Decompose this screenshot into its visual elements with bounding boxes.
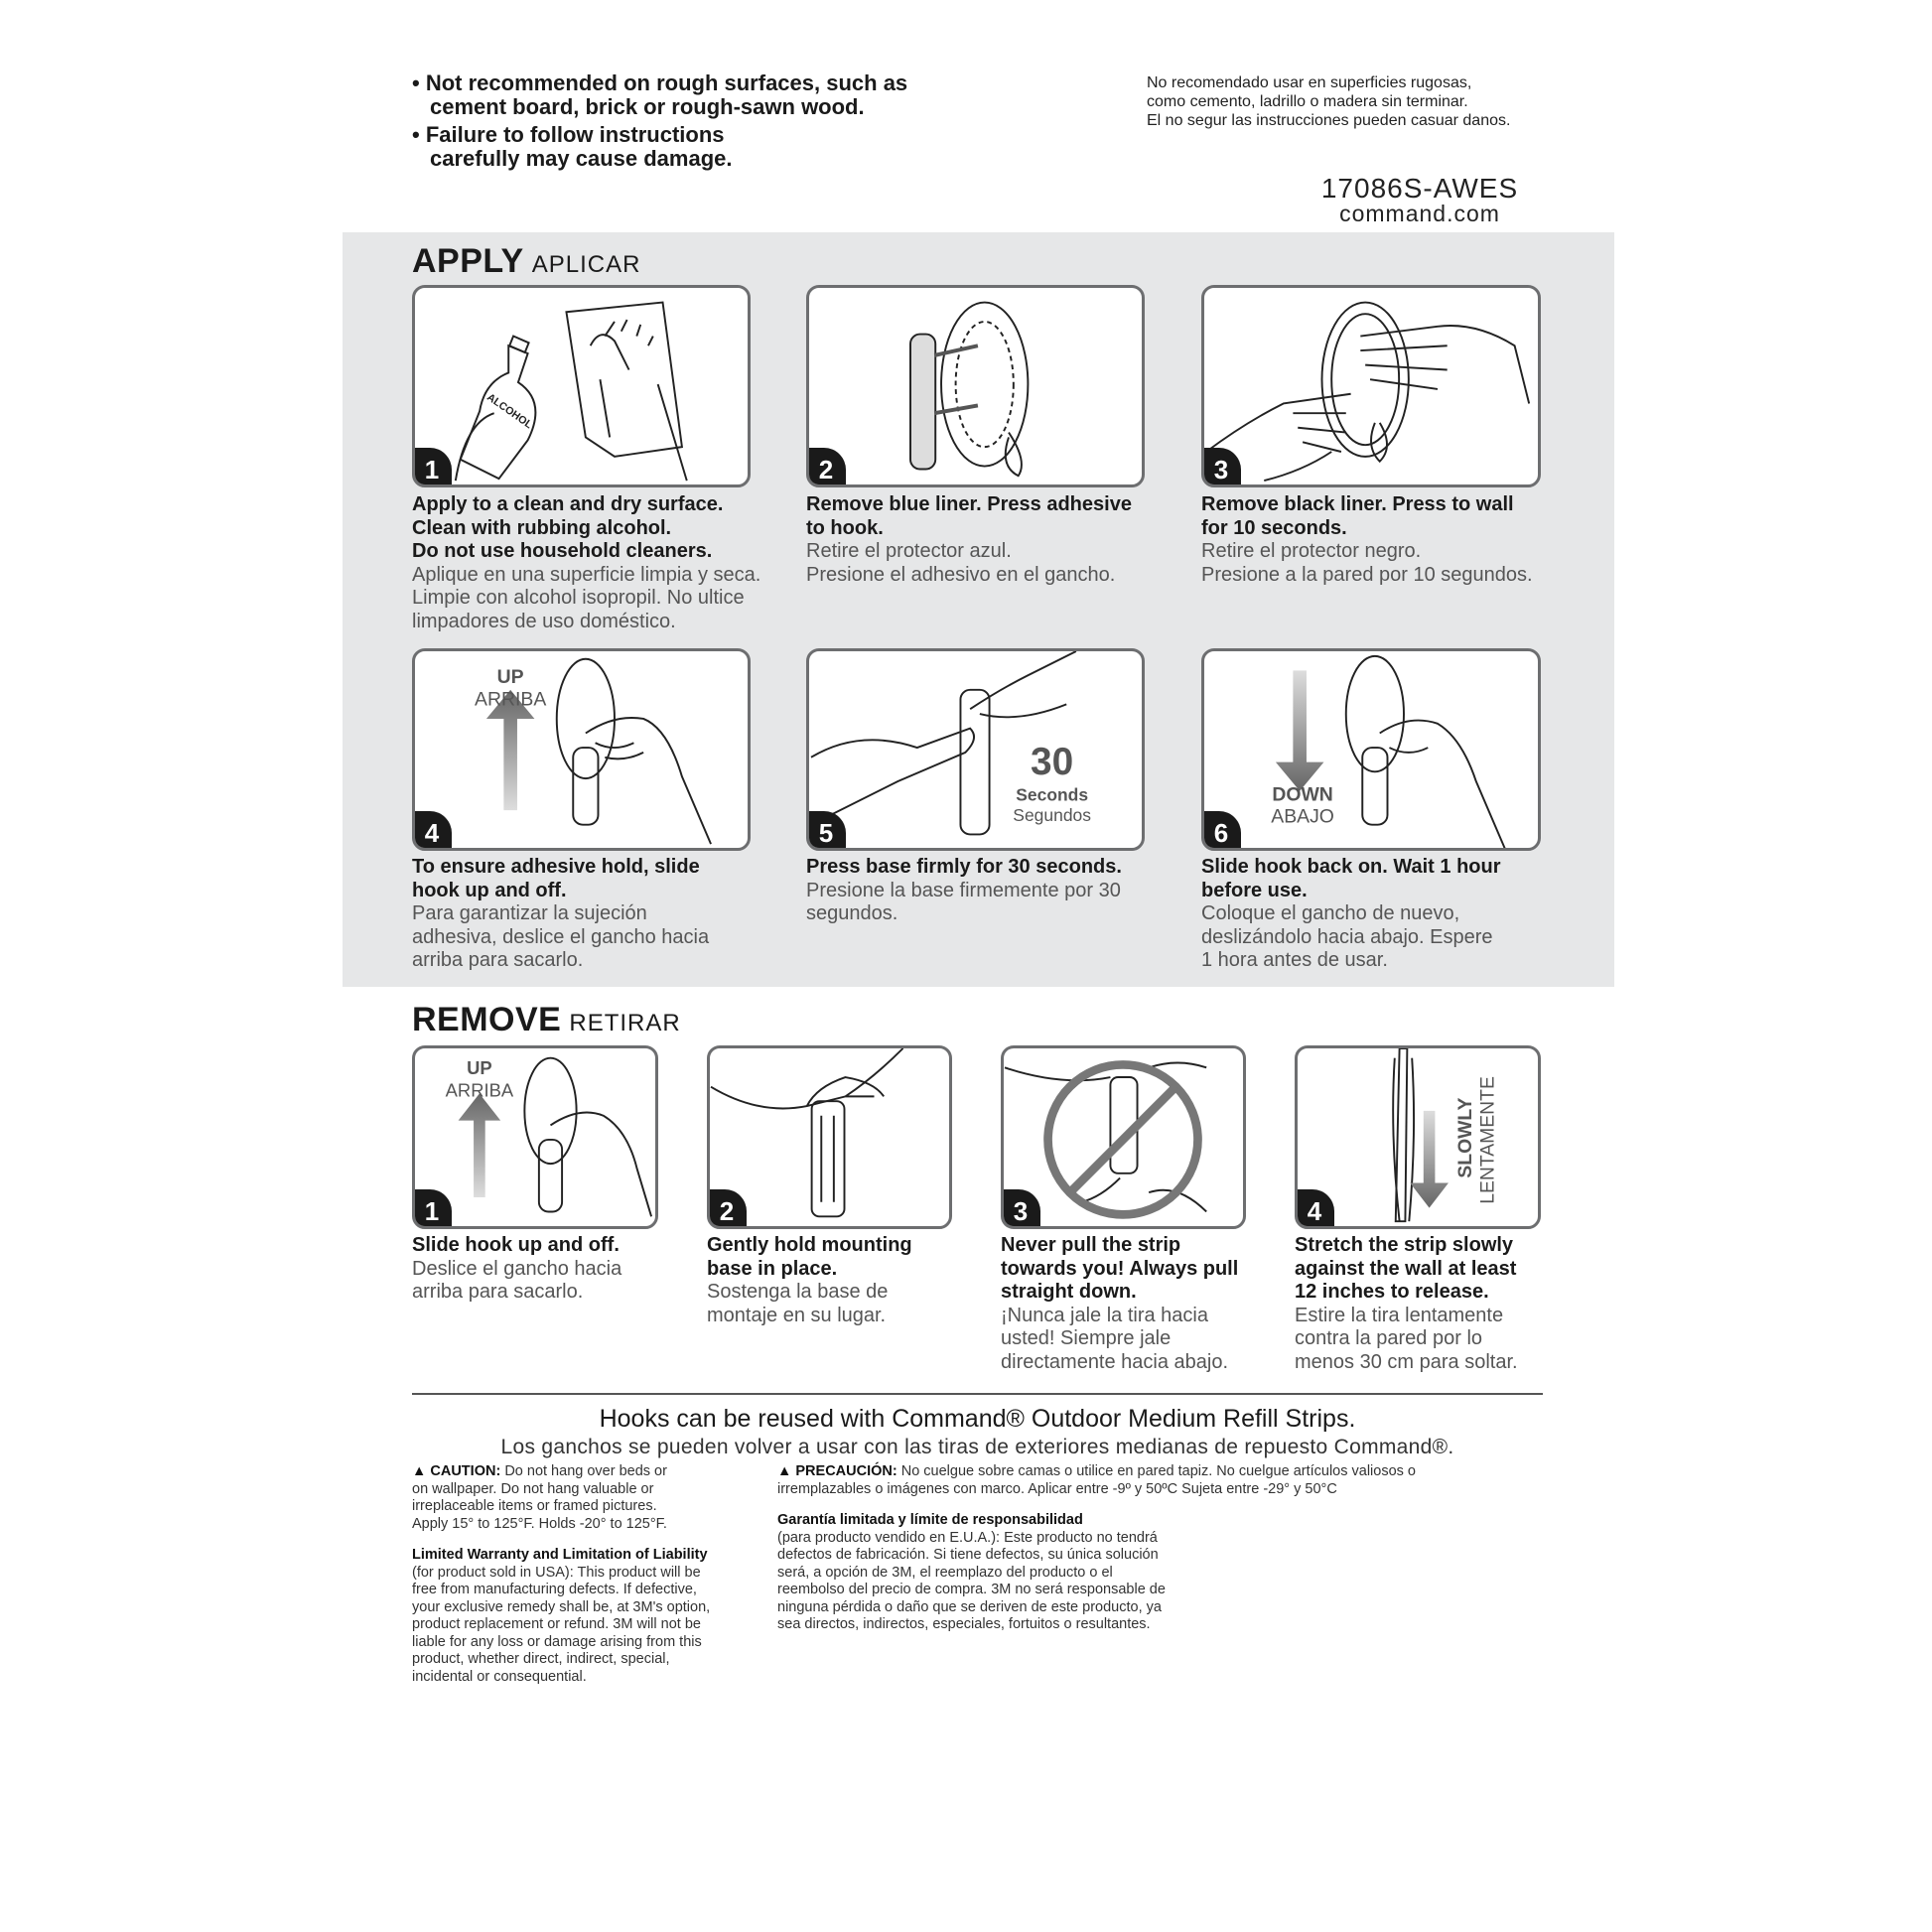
svg-text:ALCOHOL: ALCOHOL	[484, 391, 534, 431]
remove-step-1-caption: Slide hook up and off.Deslice el gancho …	[412, 1234, 622, 1303]
apply-step-5-caption: Press base firmly for 30 seconds.Presion…	[806, 856, 1122, 924]
caution-block: ▲ CAUTION: Do not hang over beds or on w…	[412, 1463, 667, 1532]
svg-text:ARRIBA: ARRIBA	[475, 688, 546, 710]
apply-step-4-caption: To ensure adhesive hold, slide hook up a…	[412, 856, 710, 971]
hand-icon	[585, 717, 712, 845]
website: command.com	[1339, 201, 1500, 226]
apply-step-1-caption: Apply to a clean and dry surface. Clean …	[412, 493, 761, 632]
svg-text:SLOWLY: SLOWLY	[1454, 1098, 1476, 1178]
apply-step-2-caption: Remove blue liner. Press adhesive to hoo…	[806, 493, 1132, 586]
step-number-badge: 3	[1204, 448, 1241, 484]
hand-icon	[810, 651, 1077, 821]
up-arrow-icon	[458, 1093, 501, 1197]
wipe-cloth-icon	[565, 301, 688, 482]
warning-triangle-icon: ▲	[412, 1463, 427, 1479]
step-number-badge: 2	[710, 1189, 747, 1226]
step-number-badge: 6	[1204, 811, 1241, 848]
step-number-badge: 4	[415, 811, 452, 848]
svg-text:UP: UP	[467, 1057, 492, 1078]
svg-text:UP: UP	[497, 666, 524, 688]
adhesive-strip-icon	[909, 333, 937, 471]
svg-text:ARRIBA: ARRIBA	[446, 1079, 514, 1100]
svg-text:LENTAMENTE: LENTAMENTE	[1476, 1076, 1498, 1204]
step-number-badge: 3	[1004, 1189, 1040, 1226]
apply-step-1-illustration: ALCOHOL 1	[412, 285, 751, 487]
hand-icon	[1205, 325, 1531, 483]
apply-step-2-illustration: 2	[806, 285, 1145, 487]
reuse-note-en: Hooks can be reused with Command® Outdoo…	[599, 1405, 1356, 1433]
hand-icon	[710, 1048, 904, 1110]
stretch-strip-icon	[1392, 1048, 1416, 1223]
hand-icon	[549, 1111, 653, 1217]
remove-step-3-illustration: 3	[1001, 1045, 1246, 1229]
warning-triangle-icon: ▲	[777, 1463, 792, 1479]
remove-step-2-caption: Gently hold mounting base in place.Soste…	[707, 1234, 912, 1326]
remove-step-4-caption: Stretch the strip slowly against the wal…	[1295, 1234, 1518, 1373]
prohibited-icon	[1043, 1060, 1202, 1219]
apply-step-3-illustration: 3	[1201, 285, 1541, 487]
bullet-rough-surfaces: • Not recommended on rough surfaces, suc…	[412, 70, 908, 119]
product-code: 17086S-AWES	[1320, 173, 1519, 204]
down-arrow-icon	[1410, 1110, 1449, 1208]
step-number-badge: 4	[1298, 1189, 1334, 1226]
reuse-note-es: Los ganchos se pueden volver a usar con …	[500, 1436, 1454, 1458]
down-arrow-icon	[1275, 670, 1324, 791]
step-number-badge: 5	[809, 811, 846, 848]
hook-icon	[555, 657, 616, 826]
apply-step-3-caption: Remove black liner. Press to wall for 10…	[1201, 493, 1533, 586]
alcohol-bottle-icon: ALCOHOL	[459, 335, 537, 481]
step-number-badge: 1	[415, 1189, 452, 1226]
precaucion-block: ▲ PRECAUCIÓN: No cuelgue sobre camas o u…	[777, 1463, 1416, 1497]
bullet-failure-warning: • Failure to follow instructions careful…	[412, 122, 733, 171]
hook-icon	[1344, 654, 1405, 826]
svg-text:Segundos: Segundos	[1013, 805, 1091, 825]
hand-icon	[1379, 719, 1506, 848]
apply-step-6-caption: Slide hook back on. Wait 1 hour before u…	[1201, 856, 1501, 971]
mounting-base-icon	[810, 1100, 846, 1218]
svg-text:ABAJO: ABAJO	[1271, 806, 1334, 828]
svg-text:Seconds: Seconds	[1016, 784, 1088, 804]
divider	[412, 1393, 1543, 1395]
svg-text:DOWN: DOWN	[1272, 783, 1332, 805]
hook-icon	[1320, 301, 1410, 464]
mounting-base-icon	[959, 688, 991, 836]
warranty-block: Limited Warranty and Limitation of Liabi…	[412, 1547, 711, 1685]
svg-text:30: 30	[1031, 741, 1073, 783]
up-arrow-icon	[485, 689, 535, 811]
spanish-note: No recomendado usar en superficies rugos…	[1147, 74, 1511, 129]
step-number-badge: 2	[809, 448, 846, 484]
remove-step-2-illustration: 2	[707, 1045, 952, 1229]
hook-icon	[940, 301, 1030, 478]
garantia-block: Garantía limitada y límite de responsabi…	[777, 1512, 1166, 1632]
remove-step-3-caption: Never pull the strip towards you! Always…	[1001, 1234, 1239, 1373]
step-number-badge: 1	[415, 448, 452, 484]
hook-icon	[523, 1056, 578, 1213]
